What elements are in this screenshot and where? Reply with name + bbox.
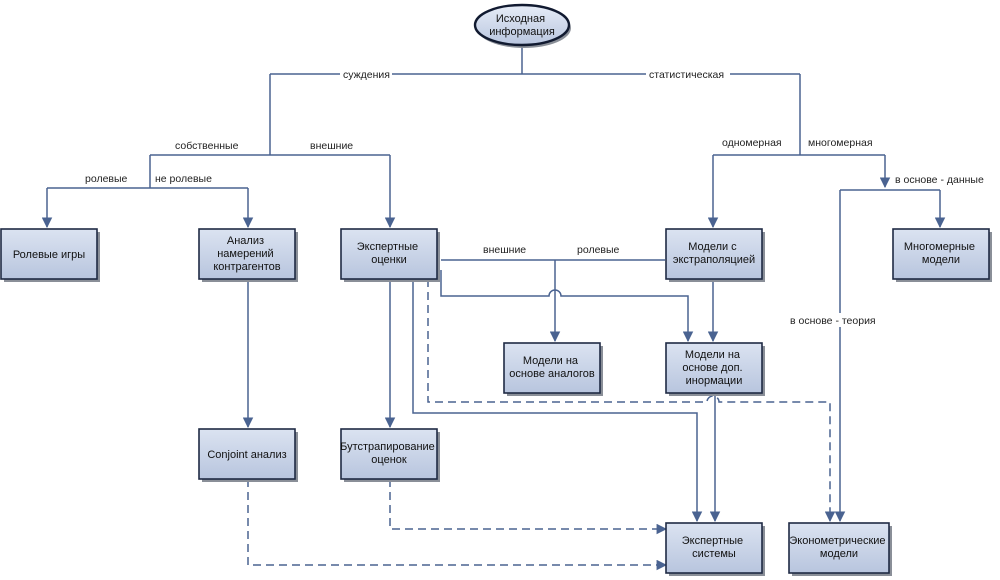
svg-text:Модели на основе аналого: Модели на основе аналогов <box>509 355 595 380</box>
node-multidim-models: Многомерные модели <box>892 228 992 282</box>
edge-labels: суждения статистическая собственные внеш… <box>85 67 984 327</box>
svg-text:Модели на основе доп.: Модели на основе доп. инормации <box>682 349 745 387</box>
node-bootstrap: Бутстрапирование оценок <box>340 428 440 482</box>
node-source: Исходная информация <box>473 3 571 48</box>
label-external-mid: внешние <box>483 244 526 256</box>
edge-expert-to-econometric-dashed <box>427 279 836 523</box>
svg-text:Экспертные системы: Экспертные системы <box>682 535 747 560</box>
svg-text:Conjoint анализ: Conjoint анализ <box>207 449 286 461</box>
node-analogs: Модели на основе аналогов <box>503 342 603 396</box>
label-external-top: внешние <box>310 140 353 152</box>
edge-expert-to-addinfo <box>440 270 694 343</box>
svg-text:Модели с экстраполяцией: Модели с экстраполяцией <box>673 241 755 266</box>
edge-conjoint-to-expsys-dashed <box>247 479 668 571</box>
connectors <box>41 44 946 523</box>
label-basis-theory: в основе - теория <box>790 315 876 327</box>
label-role-mid: ролевые <box>577 244 620 256</box>
svg-text:Анализ намерений к: Анализ намерений контрагентов <box>213 235 280 273</box>
label-role: ролевые <box>85 173 128 185</box>
node-addinfo: Модели на основе доп. инормации <box>665 342 765 396</box>
label-basis-data: в основе - данные <box>895 174 984 186</box>
dashed-connectors <box>247 279 836 571</box>
node-extrapolation: Модели с экстраполяцией <box>665 228 765 282</box>
node-source-label: Исходная информация <box>489 13 555 38</box>
edge-expert-to-expsys <box>412 279 703 523</box>
edge-bootstrap-to-expsys-dashed <box>389 479 668 535</box>
node-conjoint: Conjoint анализ <box>198 428 298 482</box>
label-statistical: статистическая <box>649 69 724 81</box>
label-non-role: не ролевые <box>155 173 212 185</box>
label-judgments: суждения <box>343 69 390 81</box>
svg-text:Бутстрапирование оценок: Бутстрапирование оценок <box>340 441 438 466</box>
svg-text:Многомерные модели: Многомерные модели <box>904 241 978 266</box>
label-own: собственные <box>175 140 239 152</box>
node-expert-estimates: Экспертные оценки <box>340 228 440 282</box>
node-intent: Анализ намерений контрагентов <box>198 228 298 282</box>
svg-text:Ролевые игры: Ролевые игры <box>13 249 85 261</box>
svg-text:Эконометрические модели: Эконометрические модели <box>789 535 888 560</box>
label-onedim: одномерная <box>722 137 782 149</box>
label-multidim: многомерная <box>808 137 873 149</box>
node-role-games: Ролевые игры <box>0 228 100 282</box>
svg-text:Экспертные оценки: Экспертные оценки <box>357 241 422 266</box>
node-expert-systems: Экспертные системы <box>665 522 765 576</box>
node-econometric: Эконометрические модели <box>788 522 892 576</box>
